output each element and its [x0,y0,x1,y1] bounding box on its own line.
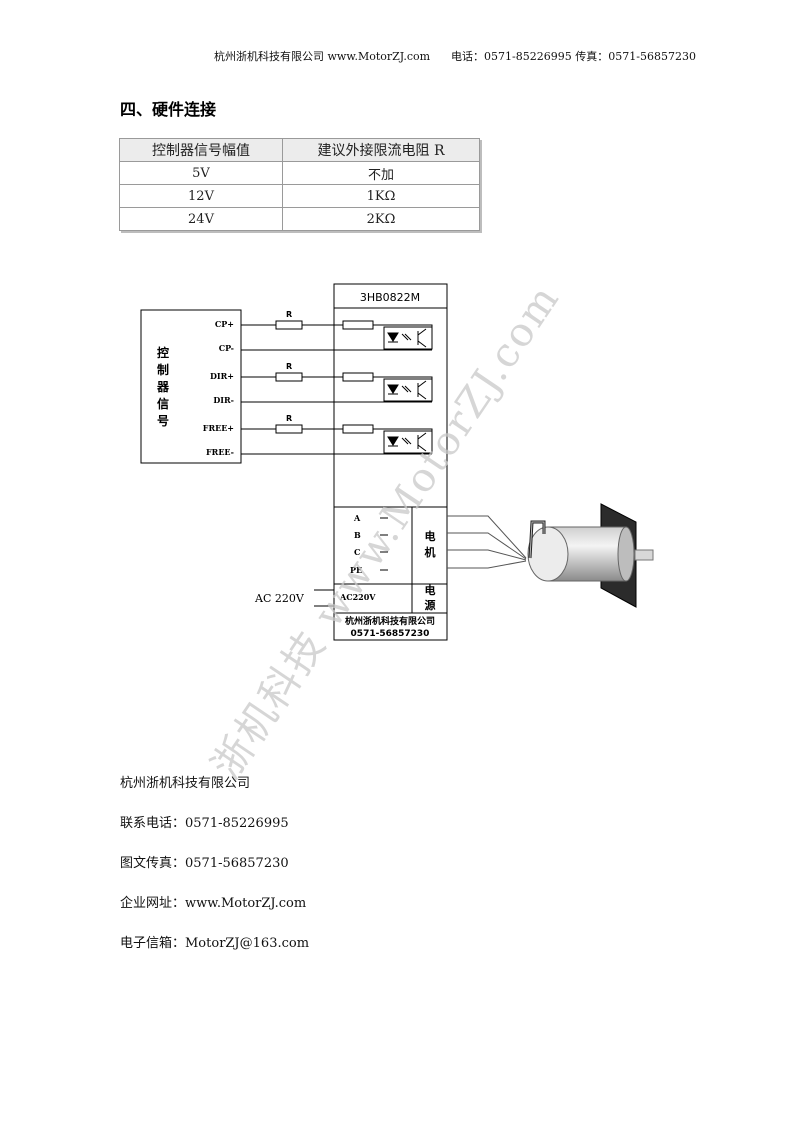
svg-text:器: 器 [156,380,170,394]
resistor: R [275,414,303,434]
motor-label: 电 机 [425,529,436,559]
internal-resistor [342,372,374,382]
contact-website[interactable]: 企业网址：www.MotorZJ.com [120,896,307,911]
optocoupler-icon [383,326,433,350]
plate-phone: 0571-56857230 [351,629,430,639]
contact-fax: 图文传真：0571-56857230 [120,856,289,871]
optocoupler-icon [383,430,433,454]
svg-text:R: R [286,310,292,319]
section-title: 四、硬件连接 [120,100,217,119]
table-cell: 5V [119,161,283,185]
svg-text:源: 源 [425,598,436,612]
table-header-row: 控制器信号幅值 建议外接限流电阻 R [119,138,480,162]
signal-cp-minus: CP- [219,343,234,353]
terminal-a: A [353,513,361,523]
svg-text:号: 号 [157,413,169,428]
motor-wires [447,515,527,569]
ac-source-label: AC 220V [254,592,305,605]
resistor: R [275,362,303,382]
internal-resistor [342,424,374,434]
table-header: 建议外接限流电阻 R [282,138,480,162]
resistor-table: 控制器信号幅值 建议外接限流电阻 R 5V 不加 12V 1KΩ 24V 2KΩ [119,138,480,231]
signal-dir-plus: DIR+ [210,371,234,381]
table-row: 5V 不加 [119,161,480,185]
contact-phone: 联系电话：0571-85226995 [120,816,289,831]
header-phone: 电话：0571-85226995 [451,50,572,63]
contact-email[interactable]: 电子信箱：MotorZJ@163.com [120,936,310,951]
optocoupler-icon [383,378,433,402]
terminal-b: B [354,530,361,540]
page-header: 杭州浙机科技有限公司 www.MotorZJ.com 电话：0571-85226… [214,48,696,64]
power-label: 电 源 [425,583,436,612]
table-cell: 24V [119,207,283,231]
controller-label: 控 制 器 信 号 [156,345,170,428]
terminal-pe: PE [350,565,362,575]
signal-dir-minus: DIR- [213,395,234,405]
svg-text:R: R [286,362,292,371]
svg-text:电: 电 [425,529,436,543]
table-header: 控制器信号幅值 [119,138,283,162]
table-cell: 不加 [282,161,480,185]
svg-text:制: 制 [157,362,169,377]
table-row: 12V 1KΩ [119,184,480,208]
controller-box [140,309,242,464]
svg-text:R: R [286,414,292,423]
header-company: 杭州浙机科技有限公司 [214,50,324,63]
svg-text:机: 机 [425,545,436,559]
signal-cp-plus: CP+ [215,319,234,329]
motor-icon [527,503,654,608]
svg-text:控: 控 [157,345,169,360]
table-row: 24V 2KΩ [119,207,480,231]
driver-model: 3HB0822M [360,291,420,304]
signal-free-minus: FREE- [206,447,234,457]
header-fax: 传真：0571-56857230 [575,50,696,63]
signal-free-plus: FREE+ [203,423,234,433]
plate-company: 杭州浙机科技有限公司 [345,615,435,627]
table-cell: 2KΩ [282,207,480,231]
terminal-c: C [354,547,360,557]
svg-text:电: 电 [425,583,436,597]
table-cell: 1KΩ [282,184,480,208]
internal-resistor [342,320,374,330]
wiring-diagram: 控 制 器 信 号 CP+ CP- DIR+ DIR- FREE+ FREE- … [140,283,654,641]
resistor: R [275,310,303,330]
svg-text:信: 信 [157,396,169,411]
table-cell: 12V [119,184,283,208]
contact-company: 杭州浙机科技有限公司 [120,776,251,791]
header-website[interactable]: www.MotorZJ.com [327,50,431,63]
power-input-label: AC220V [339,592,376,602]
